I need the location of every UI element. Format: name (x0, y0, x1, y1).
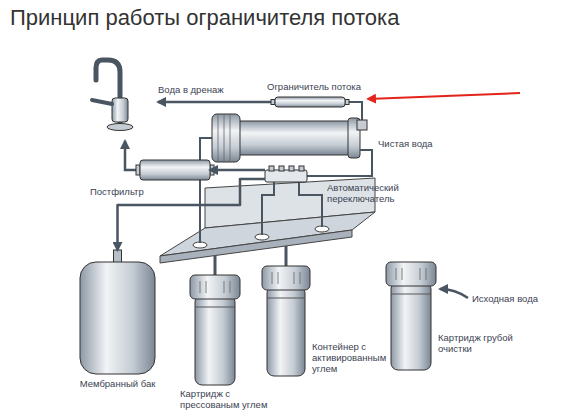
tank-valve (114, 250, 122, 263)
cartridge-housing (391, 282, 431, 370)
component-outline (190, 275, 240, 385)
cartridge-head (386, 262, 436, 286)
cylinder-body (275, 97, 345, 107)
faucet-handle (92, 100, 112, 104)
head-ribs (396, 268, 426, 280)
component-outline (262, 266, 310, 376)
cartridge-housing (267, 286, 305, 376)
activated-carbon-cartridge: Контейнер с активированным углем (262, 266, 310, 376)
flow-arrow (210, 169, 265, 172)
cartridge-head (190, 275, 240, 299)
head-ribs (200, 281, 230, 293)
switch-body (265, 170, 307, 182)
component-outline (275, 97, 345, 107)
flow-label: Исходная вода (472, 293, 538, 304)
switch-pipe (262, 182, 274, 235)
tank-body (80, 262, 155, 374)
component-label: Контейнер с активированным углем (312, 341, 384, 374)
sediment-cartridge: Картридж грубой очистки (386, 262, 436, 370)
pointer-arrow (368, 93, 520, 99)
cylinder-body (140, 160, 210, 180)
component-label: Ограничитель потока (267, 81, 387, 92)
end-fitting (271, 100, 275, 105)
auto-switch-valve: Автоматический переключатель (265, 166, 307, 182)
component-outline (140, 160, 210, 180)
faucet-base (107, 124, 133, 131)
switch-port (289, 166, 294, 171)
membrane-elbow (357, 120, 367, 130)
cap-ribs (218, 114, 230, 162)
housing-ring (195, 307, 235, 308)
clean-water-pipe (307, 150, 372, 176)
component-label: Мембранный бак (72, 378, 163, 389)
cartridge-stem (285, 246, 288, 266)
source-arrow (440, 289, 468, 298)
switch-port (269, 166, 274, 171)
cartridge-housing (195, 295, 235, 385)
component-label: Автоматический переключатель (327, 182, 417, 204)
cartridge-head (262, 266, 310, 290)
switch-pipe (299, 182, 322, 227)
cartridge-stem (214, 255, 217, 275)
faucet-body (112, 98, 128, 122)
carbon-block-cartridge: Картридж с прессованым углем (190, 275, 240, 385)
membrane-housing (236, 121, 350, 155)
head-ribs (272, 272, 300, 284)
bracket-edge (160, 230, 352, 263)
postfilter-cartridge: Постфильтр (140, 160, 210, 180)
housing-ring (267, 298, 305, 299)
end-fitting (345, 100, 349, 105)
switch-port (279, 166, 284, 171)
storage-tank: Мембранный бак (80, 250, 155, 374)
page-title: Принцип работы ограничителя потока (10, 5, 399, 31)
flow-restrictor: Ограничитель потока (275, 97, 345, 107)
end-fitting (210, 165, 214, 175)
membrane-inlet-pipe (200, 138, 212, 243)
flow-label: Вода в дренаж (158, 84, 224, 95)
membrane-cap (212, 114, 240, 162)
component-outline (80, 250, 155, 374)
switch-port (299, 166, 304, 171)
component-label: Постфильтр (90, 186, 170, 197)
component-outline (265, 166, 307, 182)
component-outline (386, 262, 436, 370)
component-label: Картридж с прессованым углем (180, 388, 280, 410)
flow-label: Чистая вода (378, 138, 433, 149)
end-fitting (136, 165, 140, 175)
housing-ring (391, 294, 431, 295)
component-label: Картридж грубой очистки (438, 332, 533, 354)
drain-arrow (158, 101, 275, 104)
